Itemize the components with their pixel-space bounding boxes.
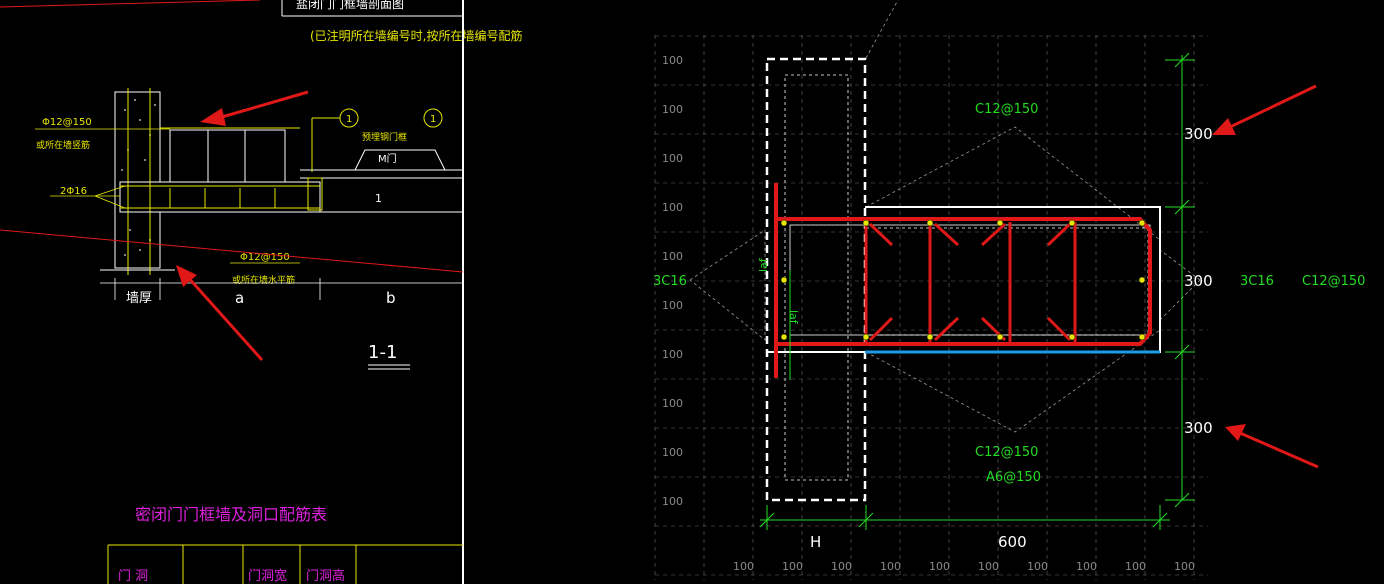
table-header-1: 门 洞 [118, 569, 148, 584]
grid-label: 100 [1174, 560, 1195, 573]
grid-label: 100 [929, 560, 950, 573]
bottom-rebar-label-2: A6@150 [986, 470, 1041, 485]
annotation-arrow-left-top [200, 90, 309, 126]
section-marker-1b: 1 [423, 108, 443, 128]
grid-label: 100 [662, 446, 683, 459]
right-rebar-label-1: 3C16 [1240, 274, 1274, 289]
table-header-2: 门洞宽 [248, 568, 287, 584]
grid-label: 100 [978, 560, 999, 573]
grid-label: 100 [662, 103, 683, 116]
rebar-bottom-note: 或所在墙水平筋 [232, 274, 295, 286]
grid-label: 100 [662, 495, 683, 508]
rebar-cage [774, 183, 1152, 378]
rebar-dots [780, 219, 1146, 341]
grid-label: 100 [662, 250, 683, 263]
rebar-top-note: 或所在墙竖筋 [36, 139, 90, 151]
grid-label: 100 [662, 299, 683, 312]
grid-label: 100 [782, 560, 803, 573]
svg-text:1: 1 [346, 114, 352, 125]
dim-bottom-h: H [810, 533, 821, 551]
reference-grid: 100 100 100 100 100 100 100 100 100 100 100 100 100 1… [654, 35, 1208, 580]
dim-right-bottom: 300 [1184, 419, 1213, 437]
annotation-arrow-left-bottom [176, 265, 264, 361]
rebar-bottom-label: Φ12@150 [240, 252, 290, 263]
top-rebar-label: C12@150 [975, 102, 1038, 117]
right-drawing: 100 100 100 100 100 100 100 100 100 100 100 100 100 1… [653, 0, 1365, 580]
grid-label: 100 [662, 397, 683, 410]
door-code: M门 [378, 152, 397, 165]
rebar-mid-label: 2Φ16 [60, 186, 87, 197]
grid-label: 100 [831, 560, 852, 573]
left-drawing: 盐闭门门框墙剖面图 (已注明所在墙编号时,按所在墙编号配筋 [0, 0, 523, 584]
bottom-rebar-label-1: C12@150 [975, 445, 1038, 460]
dim-bottom-600: 600 [998, 533, 1027, 551]
grid-label: 100 [1027, 560, 1048, 573]
table-header-3: 门洞高 [306, 568, 345, 584]
table-title: 密闭门门框墙及洞口配筋表 [135, 505, 327, 524]
svg-text:盐闭门门框墙剖面图: 盐闭门门框墙剖面图 [296, 0, 404, 11]
grid-label: 100 [662, 201, 683, 214]
grid-label: 100 [662, 348, 683, 361]
section-marker-1a: 1 [311, 108, 359, 172]
left-rebar-label: 3C16 [653, 274, 687, 289]
laf-label-2: laf [787, 310, 800, 325]
grid-label: 100 [662, 54, 683, 67]
dim-right-mid: 300 [1184, 272, 1213, 290]
laf-label-1: laf [757, 257, 770, 272]
grid-label: 100 [733, 560, 754, 573]
rebar-top-label: Φ12@150 [42, 117, 92, 128]
dim-right-top: 300 [1184, 125, 1213, 143]
svg-text:1: 1 [430, 114, 436, 125]
dim-b: b [386, 289, 396, 307]
dim-a: a [235, 289, 244, 307]
beam-section [119, 127, 463, 213]
grid-label: 100 [1125, 560, 1146, 573]
grid-label: 100 [1076, 560, 1097, 573]
door-label: 预埋钢门框 [362, 131, 407, 143]
dim-wall: 墙厚 [126, 291, 152, 306]
annotation-arrow-right-bottom [1225, 424, 1319, 469]
header-note: (已注明所在墙编号时,按所在墙编号配筋 [310, 28, 523, 43]
grid-label: 100 [880, 560, 901, 573]
section-title: 1-1 [368, 342, 397, 363]
annotation-arrow-right-top [1212, 84, 1317, 135]
grid-label: 100 [662, 152, 683, 165]
svg-text:1: 1 [375, 192, 382, 205]
right-rebar-label-2: C12@150 [1302, 274, 1365, 289]
